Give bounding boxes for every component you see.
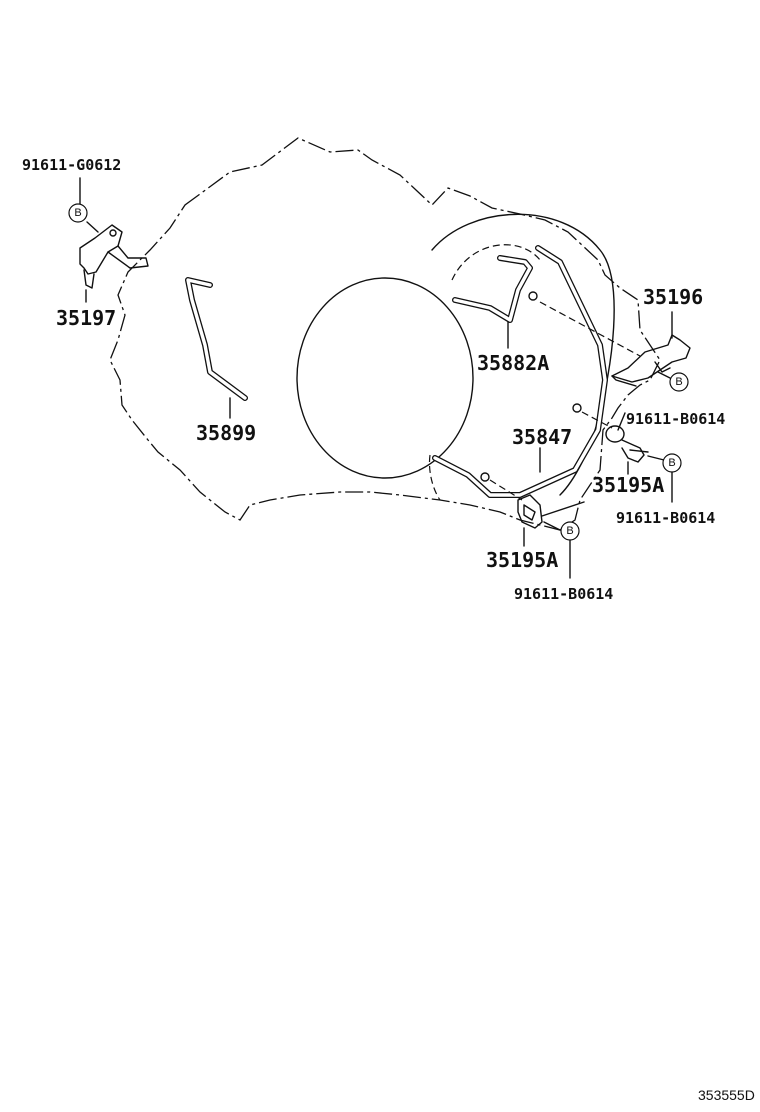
assembly-line — [489, 479, 523, 501]
label-35882a: 35882A — [477, 351, 549, 375]
fitting-ring — [480, 472, 490, 482]
pipe-35882a — [452, 255, 533, 323]
clamp-35195a-lower — [517, 494, 543, 529]
bell-housing-opening — [296, 277, 474, 479]
housing-outline — [109, 137, 661, 531]
svg-text:B: B — [668, 457, 675, 469]
label-35196: 35196 — [643, 285, 703, 309]
reference-code: 353555D — [698, 1087, 755, 1103]
svg-text:B: B — [566, 525, 573, 537]
housing-lower-edge — [428, 454, 441, 501]
label-91611-b0614-a: 91611-B0614 — [626, 410, 725, 428]
svg-text:B: B — [74, 207, 81, 219]
label-35847: 35847 — [512, 425, 572, 449]
pipe-35899 — [185, 277, 248, 401]
clamp-35195a-upper — [605, 425, 649, 463]
assembly-line — [581, 411, 613, 429]
bracket-35196 — [611, 334, 691, 387]
fitting-ring — [528, 291, 538, 301]
callout-b-3: B — [662, 453, 682, 473]
assembly-line — [539, 301, 641, 357]
svg-text:B: B — [675, 376, 682, 388]
callout-b-2: B — [669, 372, 689, 392]
label-91611-g0612: 91611-G0612 — [22, 156, 121, 174]
label-35899: 35899 — [196, 421, 256, 445]
label-91611-b0614-b: 91611-B0614 — [616, 509, 715, 527]
pipe-35847 — [432, 245, 608, 498]
label-35195a-a: 35195A — [592, 473, 664, 497]
housing-flange-inner — [451, 244, 541, 281]
label-35195a-b: 35195A — [486, 548, 558, 572]
label-35197: 35197 — [56, 306, 116, 330]
callout-b-1: B — [68, 203, 88, 223]
bracket-35197 — [79, 224, 149, 289]
leader-lines — [79, 177, 673, 579]
callout-b-4: B — [560, 521, 580, 541]
label-91611-b0614-c: 91611-B0614 — [514, 585, 613, 603]
fitting-ring — [572, 403, 582, 413]
